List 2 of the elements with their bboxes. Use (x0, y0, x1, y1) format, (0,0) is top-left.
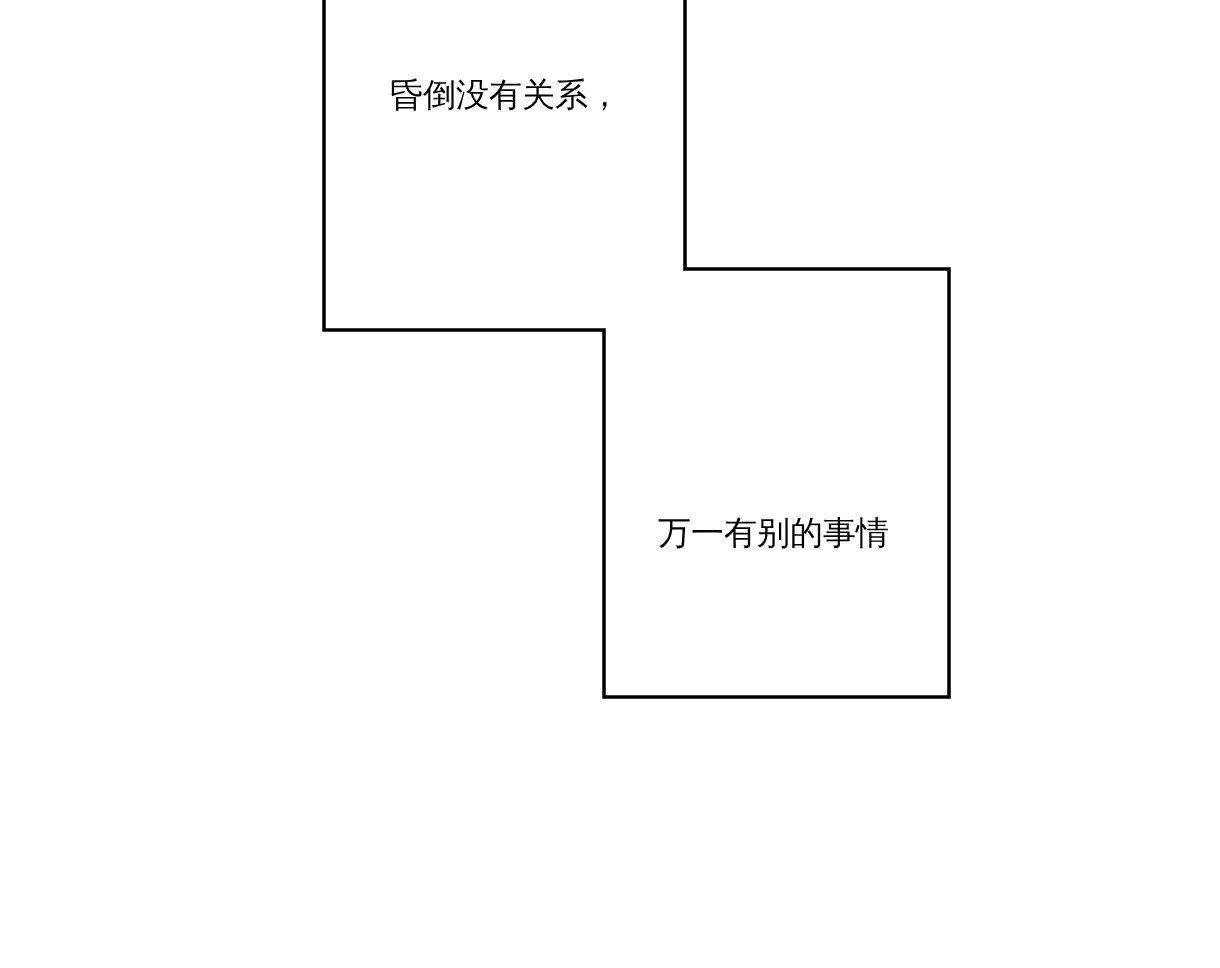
caption-text: 昏倒没有关系， (390, 75, 621, 115)
caption-text: 万一有别的事情 (658, 513, 889, 553)
